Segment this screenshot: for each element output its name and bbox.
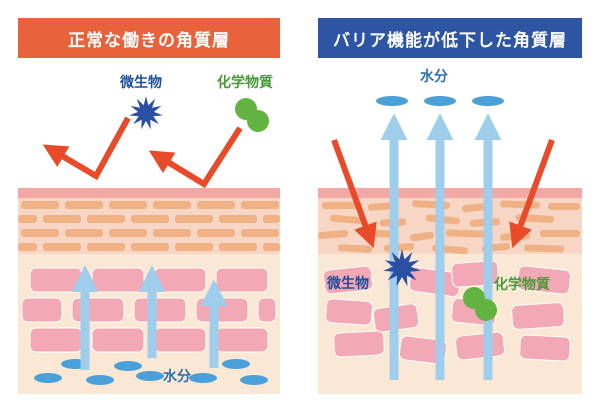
corneocyte-brick bbox=[540, 230, 580, 237]
epidermal-cell bbox=[21, 297, 63, 323]
impaired-panel-title: バリア機能が低下した角質層 bbox=[318, 18, 582, 58]
epidermal-cell bbox=[511, 302, 565, 330]
corneocyte-bricks bbox=[18, 201, 280, 251]
epidermal-cell bbox=[322, 265, 374, 295]
surface-layer bbox=[318, 188, 582, 198]
corneocyte-brick bbox=[109, 229, 147, 237]
epidermal-cell bbox=[91, 327, 145, 353]
water-droplet bbox=[189, 373, 217, 383]
water-label: 水分 bbox=[163, 369, 191, 385]
corneocyte-brick bbox=[219, 215, 257, 223]
epidermal-cell bbox=[29, 327, 83, 353]
corneocyte-brick bbox=[523, 244, 565, 253]
corneocyte-brick bbox=[263, 215, 280, 223]
water-droplet bbox=[240, 375, 268, 385]
epidermal-cell bbox=[153, 267, 207, 293]
corneocyte-brick bbox=[322, 202, 362, 209]
epidermal-cell bbox=[71, 297, 125, 323]
corneocyte-brick bbox=[153, 229, 191, 237]
normal-skin bbox=[18, 96, 280, 394]
epidermal-cell bbox=[153, 327, 207, 353]
microbe-label: 微生物 bbox=[120, 75, 162, 91]
epidermal-cell bbox=[516, 265, 572, 295]
epidermal-cell bbox=[195, 297, 249, 323]
corneocyte-brick bbox=[241, 201, 279, 209]
corneocyte-brick bbox=[263, 243, 280, 251]
corneocyte-brick bbox=[445, 229, 487, 238]
water-droplet bbox=[222, 359, 250, 369]
chemical-label: 化学物質 bbox=[494, 277, 550, 293]
epidermal-cell bbox=[519, 334, 571, 362]
corneocyte-brick bbox=[219, 243, 257, 251]
corneocyte-brick bbox=[131, 215, 169, 223]
epidermal-cell bbox=[215, 267, 269, 293]
microbe-icon bbox=[129, 96, 163, 130]
chemical-icon bbox=[463, 287, 497, 321]
water-droplet bbox=[114, 361, 142, 371]
corneocyte-brick bbox=[175, 243, 213, 251]
epidermal-cell bbox=[257, 297, 277, 323]
water-droplet bbox=[86, 375, 114, 385]
impaired-skin bbox=[318, 96, 582, 394]
water-droplet bbox=[376, 96, 408, 106]
corneocyte-brick bbox=[131, 243, 169, 251]
epidermal-cell bbox=[454, 331, 506, 361]
microbe-label: 微生物 bbox=[327, 276, 369, 292]
corneocyte-brick bbox=[153, 201, 191, 209]
corneocyte-brick bbox=[548, 203, 580, 210]
corneocyte-brick bbox=[87, 215, 125, 223]
microbe-icon bbox=[383, 249, 421, 287]
epidermal-cell bbox=[325, 298, 373, 326]
water-label: 水分 bbox=[420, 69, 448, 85]
corneocyte-brick bbox=[175, 215, 213, 223]
blocked-arrow bbox=[42, 116, 131, 181]
corneocyte-brick bbox=[109, 201, 147, 209]
penetrating-arrow bbox=[509, 138, 555, 249]
penetrating-arrow bbox=[331, 138, 377, 249]
corneocyte-brick bbox=[18, 215, 37, 223]
chemical-icon bbox=[235, 98, 269, 132]
epidermal-cell bbox=[91, 267, 145, 293]
water-droplets bbox=[34, 359, 268, 385]
water-droplet bbox=[136, 371, 164, 381]
corneocyte-brick bbox=[410, 231, 434, 242]
corneocyte-brick bbox=[318, 229, 348, 240]
corneocyte-brick bbox=[21, 201, 59, 209]
corneocyte-brick bbox=[18, 243, 37, 251]
epidermal-cell bbox=[215, 327, 269, 353]
epidermal-cell bbox=[333, 330, 385, 358]
corneocyte-brick bbox=[197, 229, 235, 237]
epidermal-cell bbox=[29, 267, 83, 293]
epidermal-cell bbox=[133, 297, 187, 323]
blocked-arrow bbox=[148, 126, 243, 189]
surface-layer bbox=[18, 188, 280, 198]
epidermal-cell bbox=[398, 335, 448, 365]
chemical-label: 化学物質 bbox=[217, 75, 273, 91]
corneocyte-brick bbox=[87, 243, 125, 251]
corneocyte-brick bbox=[21, 229, 59, 237]
corneocyte-brick bbox=[43, 243, 81, 251]
corneocyte-brick bbox=[43, 215, 81, 223]
corneocyte-brick bbox=[65, 229, 103, 237]
corneocyte-brick bbox=[499, 200, 541, 209]
water-droplet bbox=[424, 96, 456, 106]
normal-panel-title: 正常な働きの角質層 bbox=[18, 18, 280, 58]
epidermal-cells bbox=[21, 267, 277, 353]
corneocyte-brick bbox=[462, 202, 490, 213]
water-droplet bbox=[472, 96, 504, 106]
corneocyte-brick bbox=[65, 201, 103, 209]
corneocyte-brick bbox=[197, 201, 235, 209]
water-droplet bbox=[34, 373, 62, 383]
corneocyte-brick bbox=[241, 229, 279, 237]
